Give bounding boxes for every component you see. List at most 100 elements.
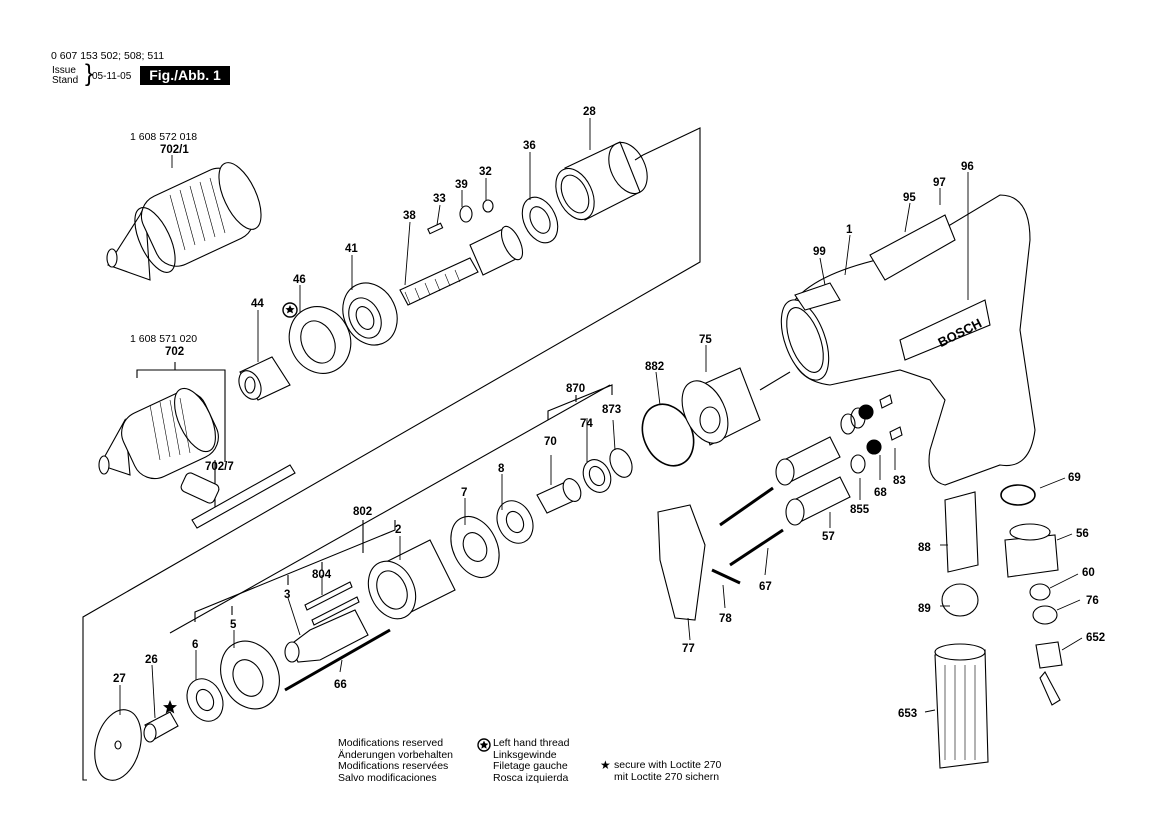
spindle-assembly (399, 199, 524, 306)
bracket-lines (136, 362, 613, 622)
label-76: 76 (1086, 595, 1099, 607)
label-36: 36 (523, 140, 536, 152)
note-line: Left hand thread (493, 737, 570, 749)
label-56: 56 (1076, 528, 1089, 540)
label-702-number: 1 608 571 020 (130, 333, 197, 345)
bearing-36 (521, 196, 559, 244)
label-57: 57 (822, 531, 835, 543)
label-60: 60 (1082, 567, 1095, 579)
note-line: secure with Loctite 270 (614, 759, 722, 771)
label-44: 44 (251, 298, 264, 310)
sleeve-44 (238, 356, 291, 401)
fitting-56 (1004, 523, 1059, 578)
label-33: 33 (433, 193, 446, 205)
label-75: 75 (699, 334, 712, 346)
label-653: 653 (898, 708, 917, 720)
label-67: 67 (759, 581, 772, 593)
issue-date: 05-11-05 (92, 71, 132, 82)
note-line: Änderungen vorbehalten (338, 748, 454, 761)
note-line: Linksgewinde (493, 748, 557, 761)
note-line: Modifications reservées (338, 760, 449, 772)
note-line: Filetage gauche (493, 760, 568, 772)
label-855: 855 (850, 504, 870, 516)
label-882: 882 (645, 361, 664, 373)
label-6: 6 (192, 639, 198, 651)
end-plate-5 (220, 640, 280, 710)
valve-springs (840, 394, 903, 474)
drawing-number: 0 607 153 502; 508; 511 (51, 50, 165, 62)
end-plate-7 (450, 515, 500, 579)
cylinder-2 (367, 539, 456, 620)
issue-label: Issue (52, 65, 76, 76)
nut-76 (1032, 605, 1058, 625)
housing-cap-75 (681, 367, 791, 446)
label-27: 27 (113, 673, 126, 685)
label-77: 77 (682, 643, 695, 655)
screen-60 (1029, 583, 1051, 601)
label-802: 802 (353, 506, 372, 518)
label-702-1-number: 1 608 572 018 (130, 131, 197, 143)
chuck-702-1 (106, 162, 262, 281)
loctite-legend-star-icon: ★ (600, 758, 611, 772)
note-line: Rosca izquierda (493, 771, 569, 784)
bearing-6 (186, 678, 224, 722)
label-96: 96 (961, 161, 974, 173)
label-32: 32 (479, 166, 492, 178)
leader-lines (119, 118, 1083, 719)
label-66: 66 (334, 679, 347, 691)
issue-stand-label: Issue Stand (52, 66, 78, 86)
nut-46 (288, 306, 352, 374)
label-68: 68 (874, 487, 887, 499)
o-ring-69 (1000, 484, 1036, 506)
label-7: 7 (461, 487, 467, 499)
brace: } (85, 60, 94, 87)
label-70: 70 (544, 436, 557, 448)
label-83: 83 (893, 475, 906, 487)
bearing-8 (496, 500, 534, 544)
label-69: 69 (1068, 472, 1081, 484)
left-hand-thread-note: Left hand thread Linksgewinde Filetage g… (477, 737, 570, 784)
label-28: 28 (583, 106, 596, 118)
note-line: Salvo modificaciones (338, 771, 437, 784)
label-870: 870 (566, 383, 585, 395)
label-78: 78 (719, 613, 732, 625)
label-46: 46 (293, 274, 306, 286)
note-line: Modifications reserved (338, 737, 444, 749)
label-38: 38 (403, 210, 416, 222)
label-39: 39 (455, 179, 468, 191)
modifications-note: Modifications reserved Änderungen vorbeh… (338, 737, 454, 784)
label-702: 702 (165, 346, 184, 358)
lever-77 (657, 504, 706, 621)
label-702-7: 702/7 (205, 461, 234, 473)
label-95: 95 (903, 192, 916, 204)
label-26: 26 (145, 654, 158, 666)
loctite-star-icon (163, 700, 177, 714)
figure-badge: Fig./Abb. 1 (140, 66, 230, 85)
label-2: 2 (395, 524, 401, 536)
vanes-804 (304, 581, 360, 626)
filter-88 (944, 491, 979, 573)
pinion-26 (143, 711, 179, 743)
note-line: mit Loctite 270 sichern (614, 770, 720, 783)
nipple-652 (1035, 641, 1063, 706)
part-labels: 1 608 572 018 702/1 28 36 32 39 33 38 41… (113, 106, 1105, 720)
chuck-key (180, 464, 296, 529)
pin-66 (284, 628, 391, 692)
loctite-note: ★ secure with Loctite 270 mit Loctite 27… (600, 758, 722, 783)
label-652: 652 (1086, 632, 1105, 644)
cap-89 (941, 583, 979, 617)
label-873: 873 (602, 404, 621, 416)
pin-78 (711, 568, 741, 585)
label-8: 8 (498, 463, 505, 475)
label-89: 89 (918, 603, 931, 615)
label-1: 1 (846, 224, 853, 236)
silencer-653 (934, 643, 989, 769)
valve-57 (719, 436, 851, 567)
disc-27 (94, 709, 142, 781)
ring-gear-28 (555, 141, 648, 221)
rotor-3 (284, 609, 369, 663)
label-99: 99 (813, 246, 826, 258)
label-804: 804 (312, 569, 332, 581)
label-702-1: 702/1 (160, 144, 189, 156)
